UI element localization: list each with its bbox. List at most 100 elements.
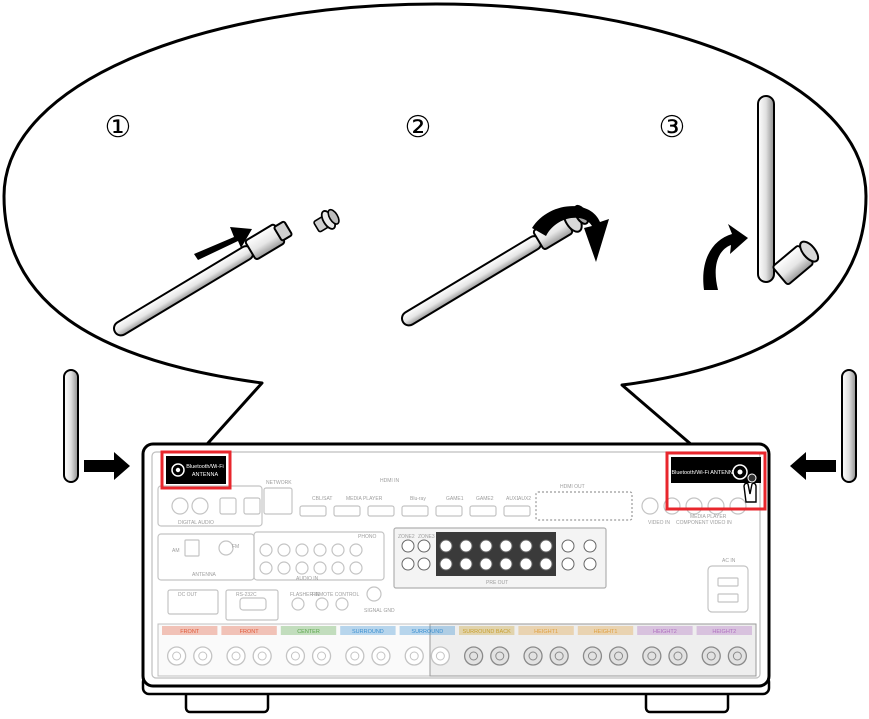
label-hdmi-out: HDMI OUT bbox=[560, 484, 585, 490]
step-2-illustration bbox=[401, 204, 609, 327]
label-digital-audio: DIGITAL AUDIO bbox=[178, 520, 214, 526]
speaker-binding-post bbox=[430, 646, 451, 666]
speaker-group-header bbox=[162, 626, 218, 635]
speaker-binding-post bbox=[642, 646, 662, 666]
label-zone2: ZONE2 bbox=[398, 534, 415, 540]
speaker-group-label: FRONT bbox=[240, 629, 260, 635]
speaker-binding-post-core bbox=[614, 651, 624, 661]
connector-cap bbox=[313, 208, 340, 233]
right-insert-arrow bbox=[790, 452, 836, 480]
speaker-binding-post bbox=[668, 646, 688, 666]
speaker-binding-post-core bbox=[495, 651, 505, 661]
label-audio-in: AUDIO IN bbox=[296, 576, 319, 582]
label-ac-in: AC IN bbox=[722, 558, 736, 564]
label-component-video-in: COMPONENT VIDEO IN bbox=[676, 520, 732, 526]
speaker-binding-post bbox=[701, 646, 721, 666]
speaker-binding-post-core bbox=[706, 651, 716, 661]
left-antenna-label-line1: Bluetooth/Wi-Fi bbox=[186, 464, 224, 470]
speaker-binding-post-core bbox=[317, 651, 327, 661]
speaker-group-header bbox=[459, 626, 515, 635]
speaker-binding-post-core bbox=[435, 651, 445, 661]
step-number-3: ③ bbox=[658, 110, 686, 145]
speaker-binding-post-core bbox=[231, 651, 241, 661]
speaker-binding-post-core bbox=[198, 651, 208, 661]
left-antenna-terminal: Bluetooth/Wi-Fi ANTENNA bbox=[160, 450, 232, 490]
speaker-group-header bbox=[399, 626, 455, 635]
speaker-binding-post bbox=[371, 646, 391, 666]
label-remote-control: REMOTE CONTROL bbox=[312, 592, 359, 598]
speaker-binding-post-core bbox=[172, 651, 182, 661]
right-antenna bbox=[790, 369, 857, 483]
speaker-binding-post bbox=[226, 646, 246, 666]
label-network: NETWORK bbox=[266, 480, 292, 486]
label-rs232c: RS-232C bbox=[236, 592, 257, 598]
speaker-binding-post bbox=[727, 646, 748, 666]
raise-arrow bbox=[703, 224, 748, 290]
speaker-binding-post-core bbox=[469, 651, 479, 661]
label-antenna: ANTENNA bbox=[192, 572, 217, 578]
right-antenna-label: Bluetooth/Wi-Fi ANTENNA bbox=[671, 470, 736, 476]
step-number-1: ① bbox=[104, 110, 132, 145]
speaker-group-label: HEIGHT1 bbox=[534, 629, 558, 635]
speaker-binding-post-core bbox=[257, 651, 267, 661]
speaker-group-label: SURROUND bbox=[352, 629, 384, 635]
label-hdmi-in: HDMI IN bbox=[380, 478, 400, 484]
left-antenna bbox=[63, 369, 130, 483]
speaker-binding-post bbox=[193, 646, 213, 666]
callout-bubble bbox=[2, 2, 868, 454]
speaker-group-header bbox=[577, 626, 634, 635]
speaker-group: HEIGHT2 bbox=[637, 626, 693, 666]
speaker-group-label: FRONT bbox=[180, 629, 200, 635]
label-media-player: MEDIA PLAYER bbox=[346, 496, 383, 502]
speaker-group: HEIGHT2 bbox=[696, 626, 752, 666]
speaker-binding-post-core bbox=[587, 651, 597, 661]
speaker-binding-post-core bbox=[673, 651, 683, 661]
label-fm: FM bbox=[232, 544, 239, 550]
speaker-binding-post bbox=[404, 646, 424, 666]
label-pre-out: PRE OUT bbox=[486, 580, 508, 586]
speaker-group: FRONT bbox=[162, 626, 218, 666]
speaker-group: SURROUND bbox=[340, 626, 396, 666]
speaker-binding-post bbox=[252, 646, 272, 666]
speaker-binding-post-core bbox=[290, 651, 300, 661]
label-game2: GAME2 bbox=[476, 496, 494, 502]
label-aux1: AUX1 bbox=[506, 496, 519, 502]
label-cbl-sat: CBL/SAT bbox=[312, 496, 332, 502]
right-antenna-terminal: Bluetooth/Wi-Fi ANTENNA bbox=[665, 451, 767, 511]
speaker-group-header bbox=[221, 626, 277, 635]
label-phono: PHONO bbox=[358, 534, 376, 540]
speaker-binding-post-core bbox=[528, 651, 538, 661]
speaker-group-label: HEIGHT2 bbox=[653, 629, 677, 635]
speaker-binding-post-core bbox=[647, 651, 657, 661]
speaker-group: HEIGHT1 bbox=[577, 626, 634, 666]
step-number-2: ② bbox=[404, 110, 432, 145]
speaker-binding-post bbox=[608, 646, 629, 666]
speaker-group: HEIGHT1 bbox=[518, 626, 574, 666]
speaker-group-header bbox=[340, 626, 396, 635]
speaker-group-header bbox=[637, 626, 693, 635]
left-insert-arrow bbox=[84, 452, 130, 480]
speaker-binding-post bbox=[523, 646, 543, 666]
label-flasher-in: FLASHER IN bbox=[290, 592, 320, 598]
speaker-binding-post-core bbox=[350, 651, 360, 661]
rotate-arrow bbox=[532, 206, 609, 262]
speaker-binding-post bbox=[582, 646, 603, 666]
speaker-binding-post-core bbox=[409, 651, 419, 661]
speaker-group: SURROUND BACK bbox=[459, 626, 515, 666]
pre-out-block bbox=[393, 527, 607, 589]
speaker-binding-post bbox=[285, 646, 306, 666]
speaker-binding-post bbox=[463, 646, 484, 666]
label-aux2: AUX2 bbox=[518, 496, 531, 502]
label-zone3: ZONE3 bbox=[418, 534, 435, 540]
speaker-group-label: HEIGHT2 bbox=[712, 629, 736, 635]
speaker-binding-post-core bbox=[376, 651, 386, 661]
label-dc-out: DC OUT bbox=[178, 592, 197, 598]
speaker-group-label: HEIGHT1 bbox=[594, 629, 618, 635]
speaker-binding-post-core bbox=[554, 651, 564, 661]
push-arrow bbox=[194, 227, 252, 260]
label-game1: GAME1 bbox=[446, 496, 464, 502]
speaker-group-label: CENTER bbox=[297, 629, 320, 635]
